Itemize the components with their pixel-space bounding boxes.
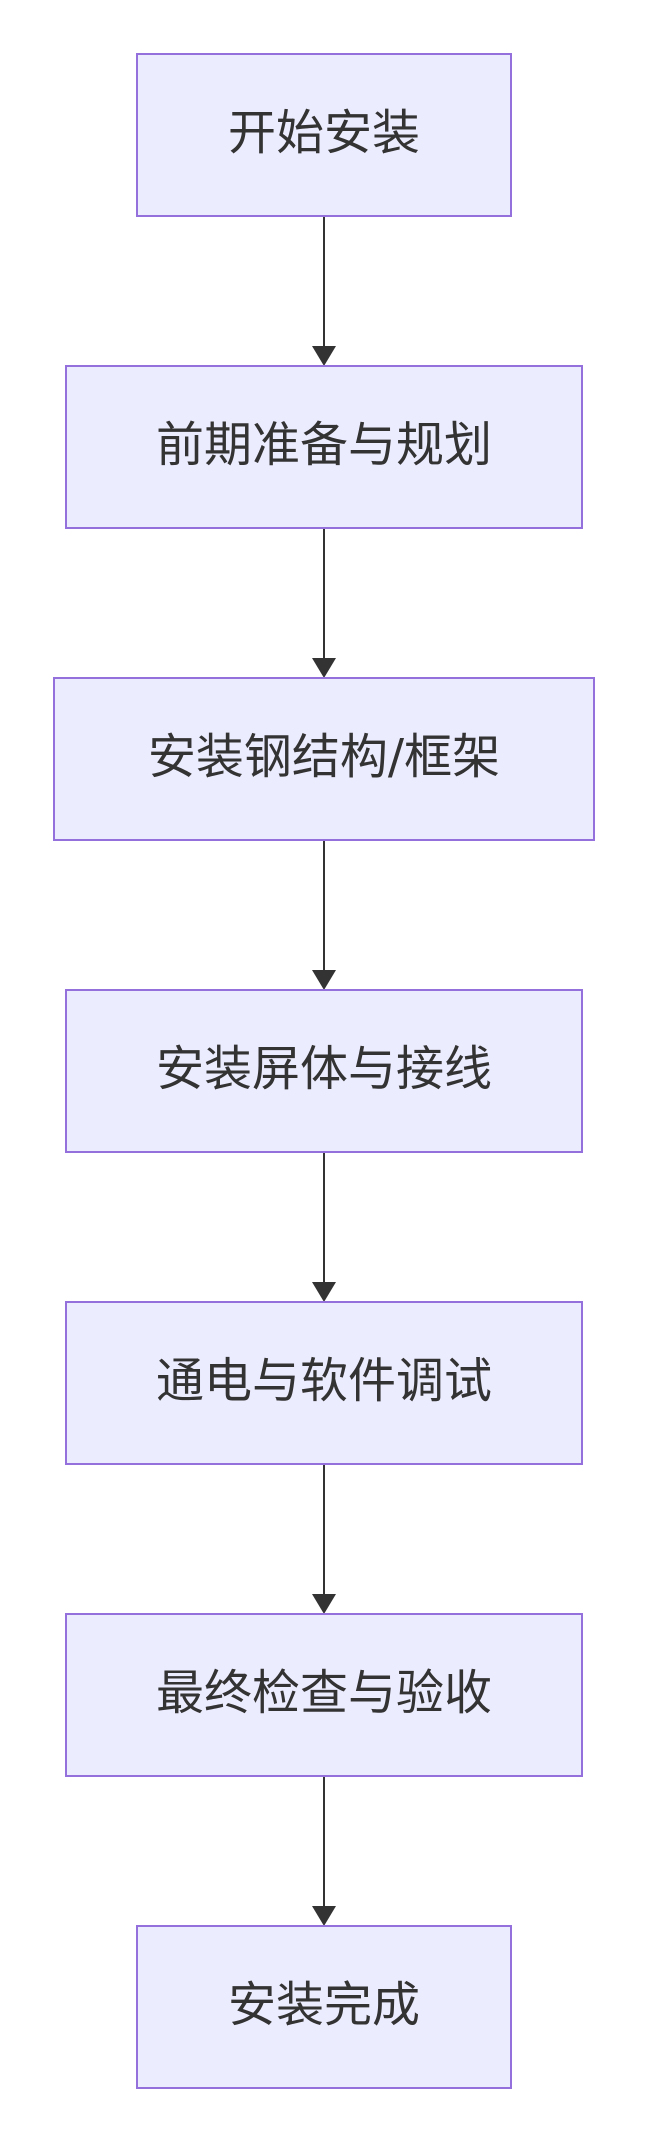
node-prep: 前期准备与规划 xyxy=(65,365,583,529)
edge-screen-to-power xyxy=(312,1152,336,1302)
node-steel: 安装钢结构/框架 xyxy=(53,677,595,841)
node-done: 安装完成 xyxy=(136,1925,512,2089)
node-check: 最终检查与验收 xyxy=(65,1613,583,1777)
arrowhead-icon xyxy=(312,1594,336,1614)
arrowhead-icon xyxy=(312,1906,336,1926)
node-steel-label: 安装钢结构/框架 xyxy=(148,729,500,785)
node-screen-label: 安装屏体与接线 xyxy=(156,1041,492,1097)
edge-check-to-done xyxy=(312,1776,336,1926)
node-power: 通电与软件调试 xyxy=(65,1301,583,1465)
arrowhead-icon xyxy=(312,1282,336,1302)
edges xyxy=(312,216,336,1926)
node-start-label: 开始安装 xyxy=(228,105,420,161)
edge-start-to-prep xyxy=(312,216,336,366)
node-screen: 安装屏体与接线 xyxy=(65,989,583,1153)
arrowhead-icon xyxy=(312,970,336,990)
node-check-label: 最终检查与验收 xyxy=(156,1665,492,1721)
node-done-label: 安装完成 xyxy=(228,1977,420,2033)
node-start: 开始安装 xyxy=(136,53,512,217)
node-power-label: 通电与软件调试 xyxy=(156,1353,492,1409)
edge-power-to-check xyxy=(312,1464,336,1614)
node-prep-label: 前期准备与规划 xyxy=(156,417,492,473)
nodes: 开始安装 前期准备与规划 安装钢结构/框架 安装屏体与接线 通电与软件调试 最终… xyxy=(53,53,595,2089)
edge-prep-to-steel xyxy=(312,528,336,678)
edge-steel-to-screen xyxy=(312,840,336,990)
arrowhead-icon xyxy=(312,346,336,366)
arrowhead-icon xyxy=(312,658,336,678)
